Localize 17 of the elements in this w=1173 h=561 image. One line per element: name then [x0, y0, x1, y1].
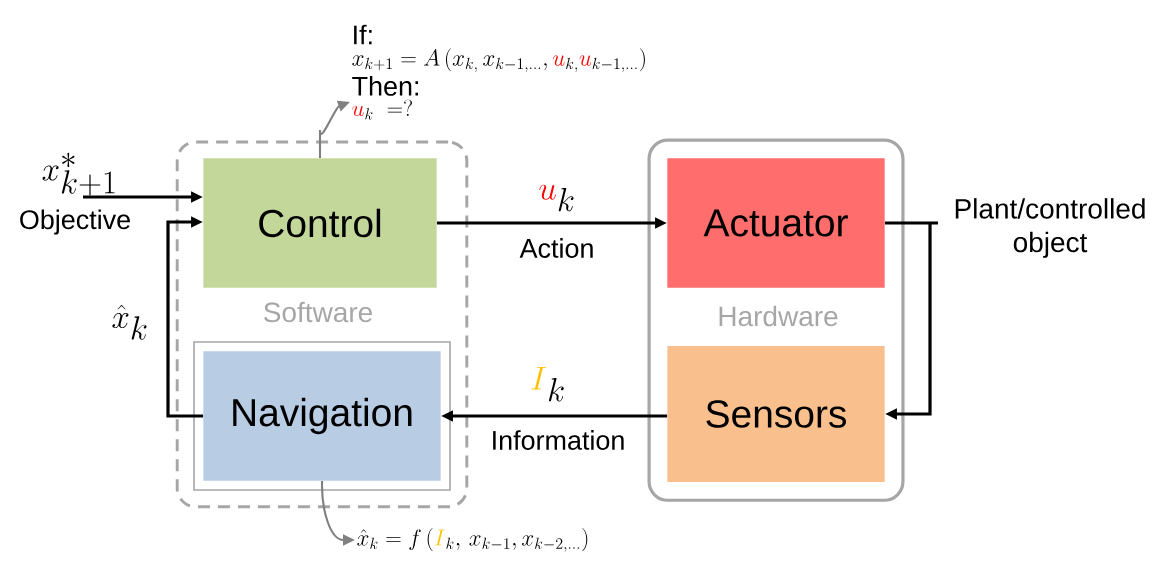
- edge-label: Objective: [20, 209, 130, 235]
- formula-text: If: $x_{k+1}=A\,(x_{k,}\,x_{k-1,\ldots},{\color{ured}u}_{k,}{\color{ured}u}_{k-1,\ldots})$ Then: ${\color{ured}u}_{k}\ =?$: [352, 24, 645, 120]
- frame-box: [193, 341, 451, 491]
- edge-label: Information: [493, 430, 624, 450]
- math-label: ${\color{ured}u}_{k}$: [539, 184, 574, 212]
- process-box: Actuator: [667, 158, 885, 288]
- math-label: ${\color{iorange}I}_{k}$: [531, 366, 564, 402]
- edge-label: Action: [519, 238, 593, 258]
- plant-label: Plant/controlled object: [955, 198, 1145, 258]
- formula-text: $x^{*}_{k+1}$: [42, 152, 115, 196]
- formula-text: $\hat{x}_{k}=f\,({\color{iorange}I}_{k},\,x_{k-1},x_{k-2,\ldots})$: [357, 528, 588, 552]
- process-box: Navigation: [203, 351, 441, 481]
- edge-label: $\hat{x}_{k}$: [112, 304, 147, 340]
- arrow: [166, 216, 204, 418]
- process-box: Control: [203, 158, 437, 288]
- process-box: Sensors: [667, 346, 885, 482]
- arrow: [884, 221, 940, 420]
